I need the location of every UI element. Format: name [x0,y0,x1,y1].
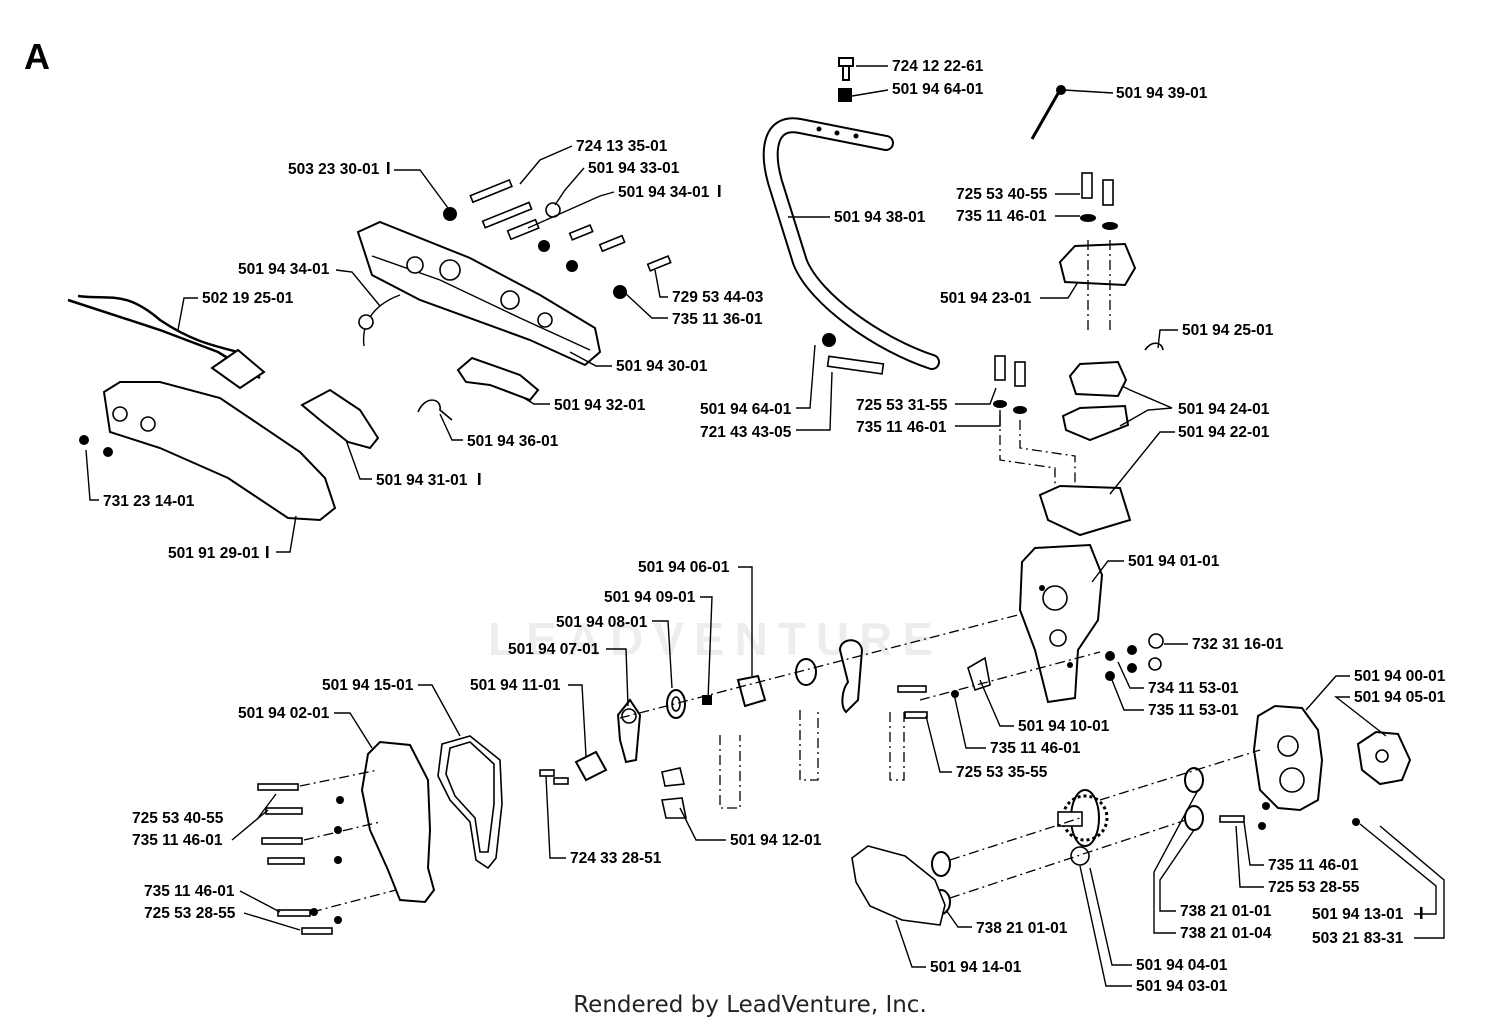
wire-rod-drawing [1030,89,1062,140]
part-label[interactable]: 501 94 13-01 [1312,906,1404,923]
part-label[interactable]: 721 43 43-05 [700,424,792,441]
housing-small-parts-drawing [889,633,1164,781]
part-label[interactable]: 501 91 29-01 [168,545,260,562]
part-label[interactable]: 501 94 12-01 [730,832,822,849]
part-label[interactable]: 501 94 30-01 [616,358,708,375]
part-label[interactable]: 731 23 14-01 [103,493,195,510]
part-label[interactable]: 724 33 28-51 [570,850,662,867]
part-label[interactable]: 725 53 28-55 [1268,879,1360,896]
part-label[interactable]: 732 31 16-01 [1192,636,1284,653]
upper-bracket-drawing [356,220,602,367]
part-label[interactable]: 724 13 35-01 [576,138,668,155]
chain-guard-drawing [102,381,337,522]
part-label[interactable]: 501 94 34-01 [238,261,330,278]
lever-32-drawing [456,356,540,402]
part-label[interactable]: 501 94 24-01 [1178,401,1270,418]
part-label[interactable]: 735 11 46-01 [144,883,235,900]
footer-credit: Rendered by LeadVenture, Inc. [573,992,927,1018]
spring-clip-36-drawing [417,399,453,421]
shaft-parts-drawing [539,639,864,819]
part-label[interactable]: 735 11 46-01 [1268,857,1359,874]
top-bolt-drawing [838,57,854,102]
part-label[interactable]: 501 94 36-01 [467,433,559,450]
bottom-cover-drawing [851,845,946,926]
part-label[interactable]: 501 94 07-01 [508,641,600,658]
part-label[interactable]: 501 94 38-01 [834,209,926,226]
part-label[interactable]: 503 21 83-31 [1312,930,1404,947]
part-label[interactable]: 725 53 35-55 [956,764,1048,781]
part-label[interactable]: 501 94 14-01 [930,959,1022,976]
part-label[interactable]: 501 94 09-01 [604,589,696,606]
part-label[interactable]: 501 94 64-01 [700,401,792,418]
part-label[interactable]: 501 94 06-01 [638,559,730,576]
gearbox-cover-drawing [1252,704,1324,812]
part-label[interactable]: 502 19 25-01 [202,290,294,307]
part-label[interactable]: 735 11 46-01 [956,208,1047,225]
part-label[interactable]: 501 94 02-01 [238,705,330,722]
part-label[interactable]: 725 53 31-55 [856,397,948,414]
part-label[interactable]: 725 53 40-55 [956,186,1048,203]
part-label[interactable]: 501 94 34-01 [618,184,710,201]
part-label[interactable]: 729 53 44-03 [672,289,764,306]
part-label[interactable]: 734 11 53-01 [1148,680,1239,697]
part-label[interactable]: 501 94 23-01 [940,290,1032,307]
part-label[interactable]: 501 94 04-01 [1136,957,1228,974]
part-label[interactable]: 724 12 22-61 [892,58,984,75]
part-label[interactable]: 501 94 39-01 [1116,85,1208,102]
part-label[interactable]: 501 94 33-01 [588,160,680,177]
part-label[interactable]: 501 94 15-01 [322,677,414,694]
part-label[interactable]: 501 94 03-01 [1136,978,1228,995]
part-label[interactable]: 738 21 01-01 [1180,903,1272,920]
part-label[interactable]: 735 11 46-01 [990,740,1081,757]
part-label[interactable]: 501 94 05-01 [1354,689,1446,706]
part-labels: 724 12 22-61 501 94 64-01 501 94 39-01 7… [103,58,1446,995]
part-label[interactable]: 725 53 40-55 [132,810,224,827]
revision-marks [266,162,1423,919]
leader-lines [85,65,1445,987]
part-label[interactable]: 501 94 22-01 [1178,424,1270,441]
part-label[interactable]: 501 94 31-01 [376,472,468,489]
bracket-31-drawing [300,388,380,450]
throttle-link-drawing [822,333,1132,537]
part-label[interactable]: 503 23 30-01 [288,161,380,178]
part-label[interactable]: 725 53 28-55 [144,905,236,922]
part-label[interactable]: 738 21 01-01 [976,920,1068,937]
clamp-assembly-drawing [1058,172,1164,442]
part-label[interactable]: 501 94 08-01 [556,614,648,631]
part-label[interactable]: 735 11 46-01 [856,419,947,436]
left-screws-drawing [257,769,397,935]
gearbox-housing-drawing [1018,543,1104,704]
part-label[interactable]: 501 94 64-01 [892,81,984,98]
part-label[interactable]: 501 94 25-01 [1182,322,1274,339]
part-label[interactable]: 501 94 10-01 [1018,718,1110,735]
part-label[interactable]: 501 94 32-01 [554,397,646,414]
part-label[interactable]: 735 11 46-01 [132,832,223,849]
part-label[interactable]: 501 94 01-01 [1128,553,1220,570]
part-label[interactable]: 501 94 00-01 [1354,668,1446,685]
cover-plate-drawing [360,740,436,904]
upper-bolts-drawing [443,178,672,299]
part-label[interactable]: 738 21 01-04 [1180,925,1272,942]
section-letter: A [24,36,50,77]
part-label[interactable]: 735 11 53-01 [1148,702,1239,719]
part-label[interactable]: 501 94 11-01 [470,677,561,694]
part-label[interactable]: 735 11 36-01 [672,311,763,328]
part-drawings [67,57,1412,935]
